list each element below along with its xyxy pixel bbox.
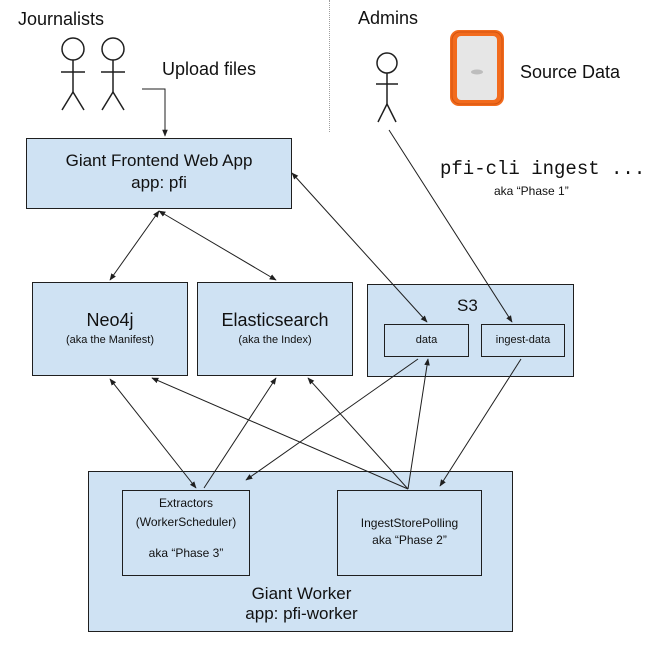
neo4j-subtitle: (aka the Manifest) [65,334,155,346]
frontend-elasticsearch-arrow [158,210,277,281]
worker-subtitle: app: pfi-worker [245,604,358,623]
s3-ingest-data-bucket: ingest-data [481,324,565,357]
polling-s3-data-arrow [407,358,430,490]
journalist-figure-1-icon [61,37,85,111]
polling-neo4j-arrow [151,377,409,490]
neo4j-box: Neo4j (aka the Manifest) [32,282,188,376]
polling-title: IngestStorePolling [360,516,459,530]
section-divider [329,0,330,132]
frontend-title: Giant Frontend Web App [65,151,253,170]
frontend-neo4j-arrow [109,210,160,281]
upload-arrow [142,88,168,137]
extractors-title: Extractors [158,496,213,510]
s3-ingest-data-label: ingest-data [495,334,551,346]
s3-data-label: data [415,334,438,346]
cli-command: pfi-cli ingest ... [440,158,646,180]
admins-heading: Admins [358,8,419,28]
extractors-elasticsearch-arrow [203,377,277,489]
extractors-phase-label: aka “Phase 3” [148,546,224,560]
source-data-label: Source Data [520,62,621,82]
journalist-figure-2-icon [101,37,125,111]
frontend-web-app-box: Giant Frontend Web App app: pfi [26,138,292,209]
extractors-subtitle: (WorkerScheduler) [135,515,237,529]
ingest-store-polling-box: IngestStorePolling aka “Phase 2” [337,490,482,576]
s3-ingest-polling-arrow [439,358,522,487]
frontend-s3-data-arrow [291,172,428,323]
frontend-subtitle: app: pfi [131,173,187,192]
admin-ingest-arrow [388,129,513,323]
neo4j-extractors-arrow [109,378,197,489]
cli-phase-label: aka “Phase 1” [494,184,569,198]
s3-title: S3 [457,296,478,315]
s3-data-extractors-arrow [245,358,419,481]
s3-data-bucket: data [384,324,469,357]
worker-title: Giant Worker [251,584,352,603]
hard-drive-icon [450,30,504,106]
extractors-box: Extractors (WorkerScheduler) aka “Phase … [122,490,250,576]
admin-figure-icon [376,52,398,123]
journalists-heading: Journalists [18,9,105,29]
upload-files-label: Upload files [162,59,257,79]
elasticsearch-subtitle: (aka the Index) [238,334,312,346]
polling-phase-label: aka “Phase 2” [372,533,447,547]
neo4j-title: Neo4j [86,310,134,330]
polling-elasticsearch-arrow [307,377,409,490]
